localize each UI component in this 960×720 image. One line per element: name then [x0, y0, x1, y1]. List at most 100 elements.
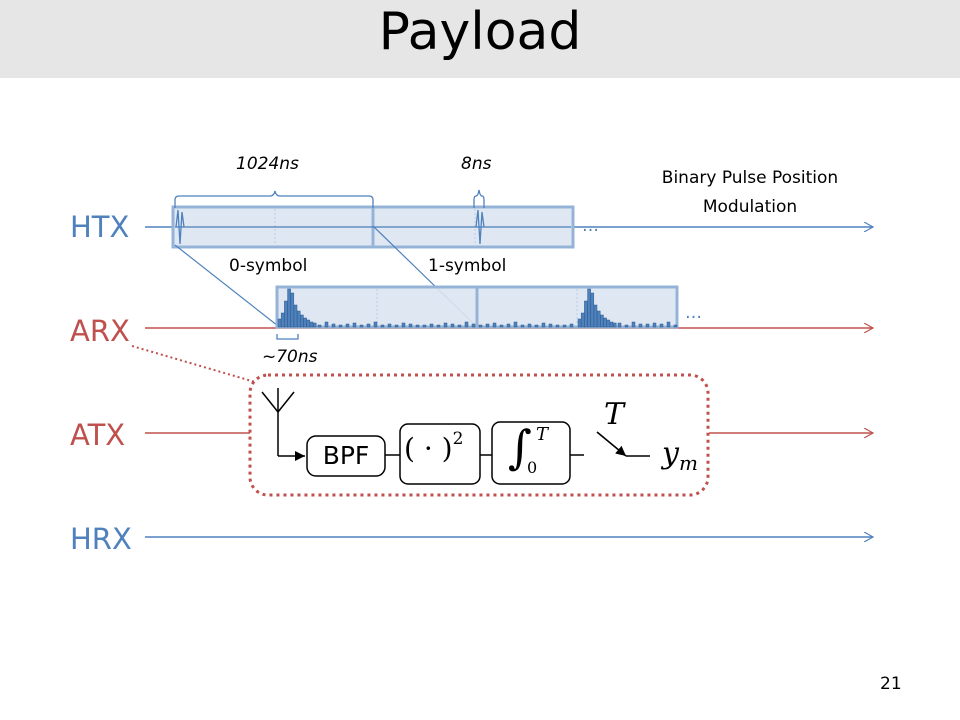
arx-energy-bar — [429, 323, 434, 328]
bpf-label: BPF — [322, 441, 370, 470]
arx-energy-bar — [652, 322, 657, 328]
arx-energy-bar — [387, 323, 392, 328]
one-symbol-label: 1-symbol — [428, 256, 507, 276]
caption-line-1: Binary Pulse Position — [661, 168, 839, 188]
arx-energy-bar — [422, 324, 427, 328]
zero-symbol-label: 0-symbol — [229, 256, 308, 276]
antenna-icon — [261, 388, 305, 461]
arx-energy-bar — [352, 322, 357, 328]
arx-energy-bar — [580, 312, 585, 328]
htx-symbol-boxes — [171, 205, 575, 249]
arx-energy-bar — [492, 322, 497, 328]
integrator-block — [491, 421, 571, 485]
arx-energy-bar — [401, 322, 406, 328]
arx-energy-bar — [603, 317, 607, 328]
arx-label: ARX — [70, 314, 130, 348]
integral-upper-limit: T — [536, 424, 549, 445]
arx-energy-bar — [359, 324, 364, 328]
squarer-exponent: 2 — [452, 428, 464, 449]
arx-ellipsis: … — [685, 303, 702, 323]
arx-energy-bar — [499, 324, 504, 328]
bppm-caption: Binary Pulse Position Modulation — [640, 164, 860, 222]
arx-energy-bar — [303, 317, 307, 328]
arx-energy-bar — [548, 323, 553, 328]
arx-energy-bar — [366, 323, 371, 328]
arx-energy-bar — [293, 304, 298, 328]
htx-pulse-0 — [175, 209, 185, 245]
arx-energy-bar — [584, 300, 588, 328]
arx-energy-bar — [317, 324, 322, 328]
arx-energy-bar — [617, 322, 622, 328]
arx-energy-bar — [471, 323, 476, 328]
arx-energy-bar — [593, 304, 598, 328]
arx-energy-bar — [555, 324, 560, 328]
arx-energy-bar — [577, 318, 582, 328]
output-label: ym — [662, 436, 698, 475]
pulse-width-brace — [473, 189, 485, 208]
arx-energy-bar — [478, 324, 483, 328]
htx-pulse-1 — [475, 209, 485, 245]
arx-energy-bar — [324, 321, 329, 328]
arx-energy-bar — [373, 321, 378, 328]
htx-label: HTX — [70, 210, 130, 244]
output-subscript: m — [678, 451, 698, 475]
output-symbol: y — [662, 436, 679, 471]
arx-energy-bar — [600, 314, 604, 328]
arx-energy-bar — [527, 323, 532, 328]
arx-energy-bar — [345, 323, 350, 328]
arx-energy-bar — [562, 324, 567, 328]
arx-received-bars — [277, 288, 678, 328]
integral-lower-limit: 0 — [527, 458, 538, 477]
pulse-width-label: 8ns — [461, 154, 492, 174]
projection-line-0 — [174, 244, 279, 327]
arx-symbol-boxes — [275, 285, 679, 329]
bpf-block — [306, 435, 386, 477]
arx-energy-bar — [520, 324, 525, 328]
arx-energy-bar — [338, 324, 343, 328]
arx-energy-bar — [638, 323, 643, 328]
arx-energy-bar — [394, 324, 399, 328]
arx-energy-bar — [541, 322, 546, 328]
squarer-base: ( · ) — [404, 432, 453, 465]
slide-title: Payload — [378, 2, 582, 62]
arx-energy-bar — [443, 322, 448, 328]
arx-energy-bar — [408, 323, 413, 328]
arx-energy-bar — [596, 310, 601, 328]
arx-energy-bar — [457, 324, 462, 328]
arx-energy-bar — [306, 319, 311, 328]
arx-energy-bar — [673, 324, 678, 328]
arx-energy-bar — [464, 321, 469, 328]
caption-line-2: Modulation — [702, 197, 798, 217]
arx-energy-bar — [415, 324, 420, 328]
hrx-label: HRX — [70, 522, 132, 556]
atx-label: ATX — [70, 418, 126, 452]
arx-energy-bar — [606, 319, 611, 328]
arx-energy-bar — [587, 288, 591, 328]
arx-energy-bar — [624, 324, 629, 328]
arx-energy-bar — [506, 323, 511, 328]
arx-energy-bar — [380, 324, 385, 328]
title-bar — [0, 0, 960, 78]
receiver-connector — [131, 345, 263, 385]
arx-energy-bar — [296, 310, 301, 328]
integral-sign: ∫ — [508, 420, 532, 474]
arx-energy-bar — [287, 288, 291, 328]
arx-energy-bar — [284, 300, 288, 328]
sampling-switch-icon — [596, 431, 627, 457]
squarer-label: ( · )2 — [404, 428, 464, 465]
arx-energy-bar — [485, 323, 490, 328]
arx-energy-bar — [331, 323, 336, 328]
htx-ellipsis: … — [582, 216, 599, 236]
arx-energy-bar — [312, 322, 317, 328]
arx-energy-bar — [450, 323, 455, 328]
arx-energy-bar — [590, 292, 595, 328]
arx-energy-bar — [612, 322, 617, 328]
page-number: 21 — [880, 674, 902, 694]
channel-spread-brace — [276, 334, 299, 340]
arx-energy-bar — [309, 321, 314, 328]
squarer-block — [399, 423, 481, 485]
arx-energy-bar — [436, 324, 441, 328]
arx-energy-bar — [609, 321, 614, 328]
arx-energy-bar — [631, 321, 636, 328]
